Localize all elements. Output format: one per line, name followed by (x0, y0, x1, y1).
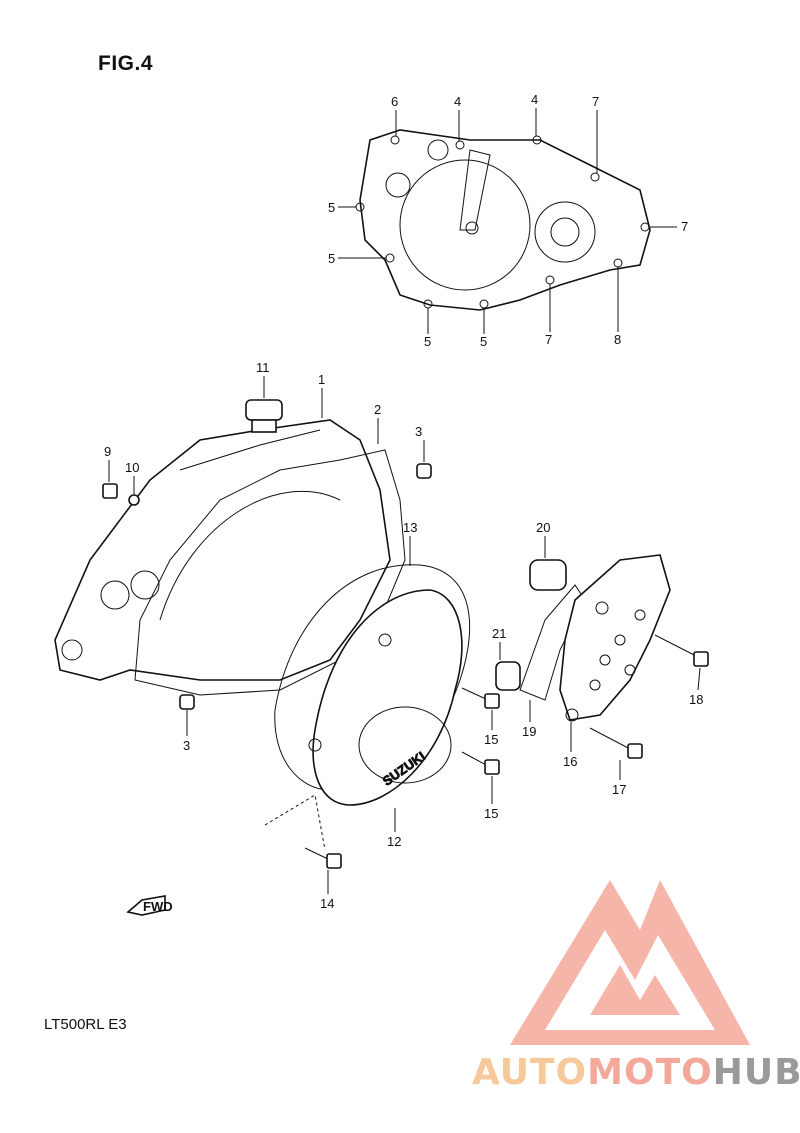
plug-bolt-9-10 (102, 483, 140, 506)
fwd-text: FWD (143, 899, 173, 914)
callout-10: 10 (125, 460, 139, 475)
callout-5c: 5 (424, 334, 431, 349)
callout-19: 19 (522, 724, 536, 739)
watermark-part2: MOTO (587, 1052, 713, 1093)
clutch-cover-gasket (355, 129, 651, 311)
callout-15b: 15 (484, 806, 498, 821)
callout-12: 12 (387, 834, 401, 849)
callout-7a: 7 (592, 94, 599, 109)
callout-6: 6 (391, 94, 398, 109)
watermark-part3: HUB (712, 1052, 800, 1093)
oil-filler-cap (245, 399, 283, 433)
watermark-text: AUTOMOTOHUB (472, 1052, 800, 1093)
callout-3b: 3 (183, 738, 190, 753)
callout-5a: 5 (328, 200, 335, 215)
cover-bolts (264, 687, 500, 869)
callout-11: 11 (256, 360, 270, 375)
callout-labels: 6 4 4 7 5 7 5 5 5 7 8 11 1 2 3 9 10 13 2… (104, 92, 703, 911)
generator-cover: SUZUKI (274, 564, 471, 806)
callout-18: 18 (689, 692, 703, 707)
watermark-logo (510, 880, 750, 1045)
dowel-pins (179, 463, 432, 710)
callout-5b: 5 (328, 251, 335, 266)
spacers-20-21 (495, 559, 567, 691)
callout-15a: 15 (484, 732, 498, 747)
model-code: LT500RL E3 (44, 1016, 127, 1033)
callout-14: 14 (320, 896, 334, 911)
figure-title: FIG.4 (98, 52, 154, 75)
callout-7b: 7 (681, 219, 688, 234)
watermark-part1: AUTO (472, 1052, 588, 1093)
callout-13: 13 (403, 520, 417, 535)
callout-20: 20 (536, 520, 550, 535)
crankcase-cover (54, 419, 391, 681)
callout-9: 9 (104, 444, 111, 459)
callout-3a: 3 (415, 424, 422, 439)
gasket-2 (134, 449, 406, 696)
guard-plate (559, 554, 671, 722)
callout-1: 1 (318, 372, 325, 387)
bolts-17-18 (589, 634, 709, 759)
callout-8: 8 (614, 332, 621, 347)
callout-5d: 5 (480, 334, 487, 349)
callout-7c: 7 (545, 332, 552, 347)
callout-17: 17 (612, 782, 626, 797)
callout-2: 2 (374, 402, 381, 417)
callout-4a: 4 (454, 94, 461, 109)
callout-16: 16 (563, 754, 577, 769)
callout-21: 21 (492, 626, 506, 641)
fwd-arrow: FWD (126, 895, 173, 916)
callout-4b: 4 (531, 92, 538, 107)
